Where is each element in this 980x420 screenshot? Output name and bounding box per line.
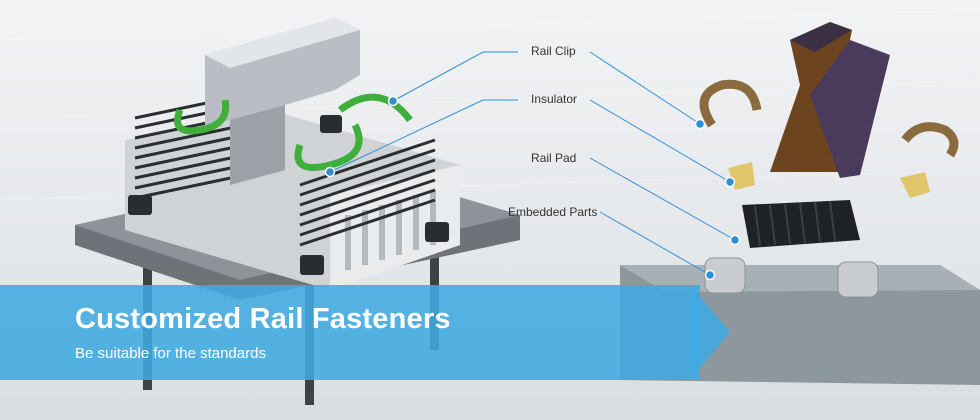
rail-clip-part	[699, 79, 762, 128]
banner-title: Customized Rail Fasteners	[75, 303, 451, 335]
banner-arrow	[690, 285, 730, 380]
callout-label-embedded-parts: Embedded Parts	[508, 205, 598, 219]
callout-dot	[724, 176, 736, 188]
nut	[425, 222, 449, 242]
banner-subtitle: Be suitable for the standards	[75, 345, 266, 362]
callout-leaders	[329, 51, 736, 276]
nut	[128, 195, 152, 215]
embedded-part	[704, 257, 879, 298]
title-banner	[0, 285, 700, 380]
fastener-assembly-image	[75, 18, 520, 405]
green-rail-clip	[174, 93, 413, 171]
callout-dot	[729, 234, 741, 246]
nut	[300, 255, 324, 275]
callout-dot	[324, 166, 336, 178]
callout-dot	[704, 269, 716, 281]
callout-label-insulator: Insulator	[531, 92, 578, 106]
callout-dot	[694, 118, 706, 130]
callout-label-rail-clip: Rail Clip	[531, 44, 576, 58]
callout-label-rail-pad: Rail Pad	[531, 151, 577, 165]
callout-dot	[387, 95, 399, 107]
nut	[320, 115, 342, 133]
